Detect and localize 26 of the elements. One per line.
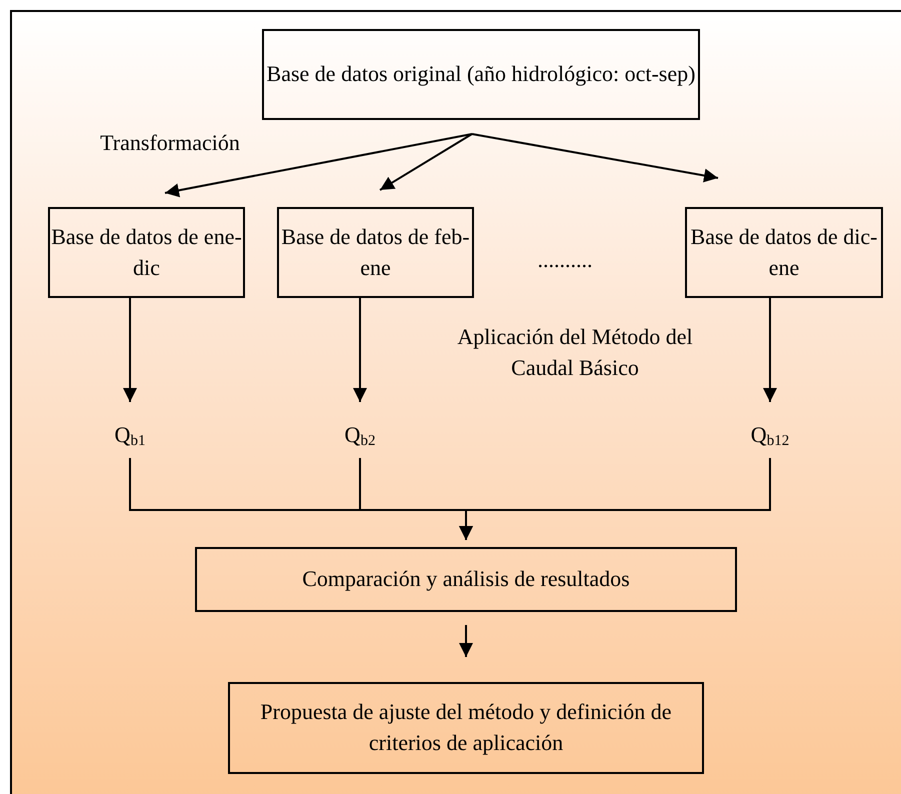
process-box	[685, 207, 883, 298]
box-text: Base de datos de feb-ene	[280, 222, 471, 282]
box-text: Base de datos de dic-ene	[690, 222, 878, 282]
result-label: Q$_{b1}$	[114, 421, 146, 451]
process-box	[277, 207, 474, 298]
process-box	[228, 682, 704, 774]
process-note: Aplicación del Método del Caudal Básico	[456, 323, 694, 382]
box-text: Base de datos de ene-dic	[50, 222, 243, 282]
arrow	[763, 298, 777, 402]
arrow	[472, 133, 718, 182]
transformation-label: Transformación	[99, 129, 241, 157]
process-box	[48, 207, 245, 298]
arrow	[379, 133, 473, 191]
arrow	[459, 458, 771, 540]
arrow	[123, 298, 137, 402]
process-box	[195, 547, 737, 612]
result-label: Q$_{b2}$	[344, 421, 376, 451]
ellipsis: ..........	[536, 246, 594, 274]
box-text: Propuesta de ajuste del método y definición de criterios de aplicación	[259, 698, 673, 757]
arrow	[353, 298, 367, 402]
arrow	[459, 625, 473, 657]
box-text: Base de datos original (año hidrológico: oct-sep)	[266, 60, 696, 88]
process-box	[262, 29, 700, 120]
arrow	[164, 133, 472, 198]
box-text: Comparación y análisis de resultados	[302, 565, 630, 594]
result-label: Q$_{b12}$	[750, 421, 790, 451]
